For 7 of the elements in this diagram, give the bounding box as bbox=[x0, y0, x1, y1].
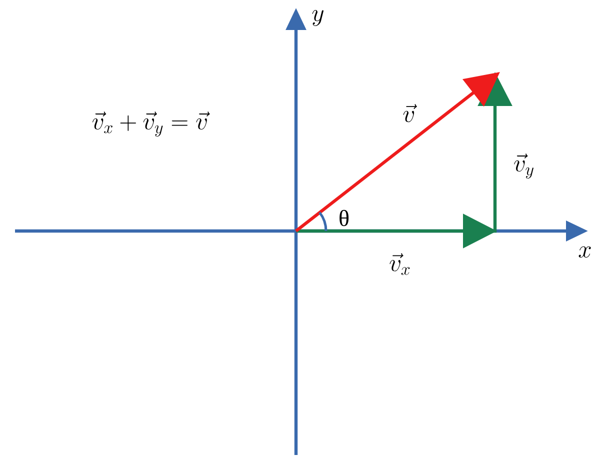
vector-label: $\vec{v}$ bbox=[403, 104, 417, 122]
axis-label: $x$ bbox=[578, 246, 591, 258]
angle-label: θ bbox=[340, 210, 349, 226]
vector-label: $\vec{v}_x$ bbox=[390, 253, 410, 275]
vector-equation: $\vec{v}_x+\vec{v}_y=\vec{v}$ bbox=[92, 112, 210, 137]
vector-label: $\vec{v}_y$ bbox=[514, 154, 534, 179]
axis-label: $y$ bbox=[312, 10, 324, 26]
